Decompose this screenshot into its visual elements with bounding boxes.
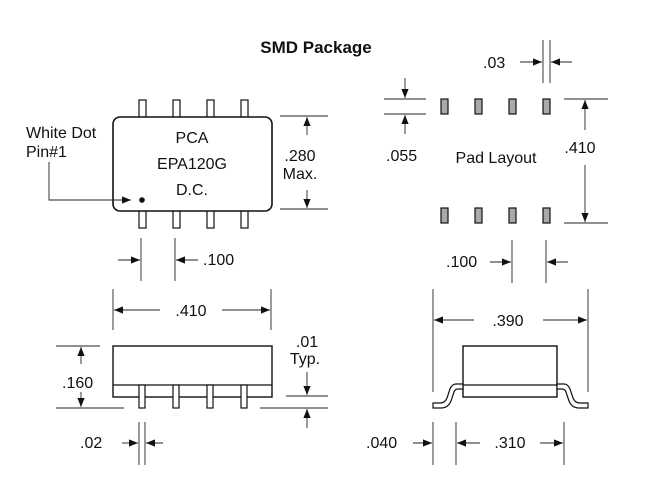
pad xyxy=(440,98,449,115)
drawing-title: SMD Package xyxy=(260,38,372,57)
pad xyxy=(542,207,551,224)
top-view: PCA EPA120G D.C. White Dot Pin#1 .280 Ma… xyxy=(26,99,328,330)
pin1-dot-icon xyxy=(139,197,145,203)
pin1-note-line-1: White Dot xyxy=(26,125,97,142)
pin1-leader-arrow xyxy=(48,162,131,204)
side-pin xyxy=(240,384,248,409)
bottom-pin xyxy=(206,209,215,229)
pad xyxy=(542,98,551,115)
bottom-pin xyxy=(138,209,147,229)
standoff-dim-label-2: Typ. xyxy=(290,351,320,368)
marking-line-3: D.C. xyxy=(176,182,208,199)
row-span-dim-label: .410 xyxy=(564,140,595,157)
pad-layout-label: Pad Layout xyxy=(456,150,538,167)
height-dim-label-2: Max. xyxy=(283,166,318,183)
marking-line-1: PCA xyxy=(176,130,209,147)
side-height-dim-label: .160 xyxy=(62,375,93,392)
pad-pitch-dim-label: .100 xyxy=(446,254,477,271)
pin-width-dim-label: .02 xyxy=(80,435,102,452)
top-pin xyxy=(240,99,249,119)
pad-width-dim-label: .03 xyxy=(483,55,505,72)
pad xyxy=(440,207,449,224)
marking-line-2: EPA120G xyxy=(157,156,227,173)
gull-wing-lead-left xyxy=(432,383,464,409)
end-view: .390 .040 .310 xyxy=(366,289,589,465)
side-pin xyxy=(172,384,180,409)
bottom-pin xyxy=(240,209,249,229)
top-pin xyxy=(172,99,181,119)
pad xyxy=(474,98,483,115)
top-pin xyxy=(206,99,215,119)
pad xyxy=(508,98,517,115)
standoff-dim-label: .01 xyxy=(296,334,318,351)
package-body xyxy=(112,116,273,212)
end-body xyxy=(462,345,558,398)
foot-dim-label: .040 xyxy=(366,435,397,452)
body-width-dim-label: .410 xyxy=(175,303,206,320)
pin-pitch-dim-label: .100 xyxy=(203,252,234,269)
bottom-pin xyxy=(172,209,181,229)
pad-layout: Pad Layout .03 .055 .410 .100 xyxy=(384,40,608,283)
side-pin xyxy=(206,384,214,409)
pad xyxy=(508,207,517,224)
pad xyxy=(474,207,483,224)
end-body-width-dim-label: .310 xyxy=(494,435,525,452)
pin1-note-line-2: Pin#1 xyxy=(26,144,67,161)
pad-length-dim-label: .055 xyxy=(386,148,417,165)
side-pin xyxy=(138,384,146,409)
gull-wing-lead-right xyxy=(556,383,589,409)
top-pin xyxy=(138,99,147,119)
side-body xyxy=(112,345,273,398)
overall-width-dim-label: .390 xyxy=(492,313,523,330)
side-view: .160 .01 Typ. .02 xyxy=(56,334,328,465)
height-dim-label: .280 xyxy=(284,148,315,165)
